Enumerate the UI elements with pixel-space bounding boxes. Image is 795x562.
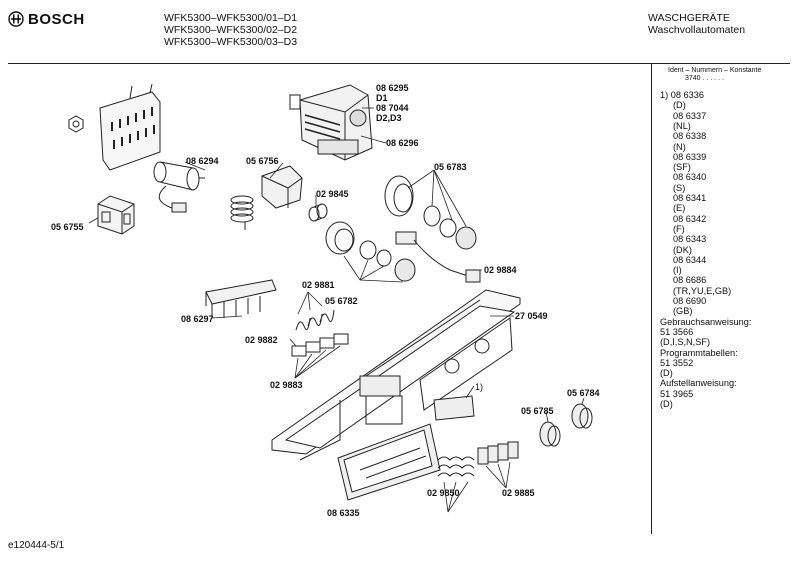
- thermostat-switch: [230, 165, 303, 230]
- ident-line: 08 6340: [673, 172, 707, 183]
- ident-line: (D): [660, 368, 673, 379]
- transformer: [97, 195, 135, 235]
- part-label-056755: 05 6755: [51, 222, 84, 232]
- part-label-056783: 05 6783: [434, 162, 467, 172]
- ident-line: 51 3552: [660, 357, 694, 368]
- ident-line: 51 3965: [660, 388, 694, 399]
- model-line-3: WFK5300–WFK5300/03–D3: [164, 36, 298, 48]
- bosch-logo-icon: [8, 11, 24, 27]
- ident-header: Ident – Nummern – Konstante: [668, 67, 762, 74]
- model-line-2: WFK5300–WFK5300/02–D2: [164, 24, 298, 36]
- contact-springs: [291, 309, 349, 357]
- part-label-029845: 02 9845: [316, 189, 349, 199]
- badge-strip: [433, 395, 475, 421]
- ident-line: Gebrauchsanweisung:: [660, 316, 752, 327]
- part-label-086297: 08 6297: [181, 314, 214, 324]
- header-rule: [8, 63, 790, 64]
- part-label-note-1: 1): [475, 382, 484, 392]
- lamp-carrier: [205, 279, 277, 318]
- hex-nut: [68, 115, 84, 133]
- ident-line: (GB): [673, 306, 693, 317]
- ident-line: (I): [673, 265, 682, 276]
- part-label-086294: 08 6294: [186, 156, 219, 166]
- ident-line: 08 6343: [673, 234, 707, 245]
- ident-line: (N): [673, 141, 686, 152]
- ident-line: 08 6344: [673, 254, 707, 265]
- ident-line: 08 6690: [673, 296, 707, 306]
- ident-line: (TR,YU,E,GB): [673, 285, 732, 296]
- part-label-056784: 05 6784: [567, 388, 600, 398]
- ident-line: Aufstellanweisung:: [660, 378, 737, 389]
- ident-line: 1) 08 6336: [660, 90, 704, 100]
- category-block: WASCHGERÄTE Waschvollautomaten: [648, 12, 745, 36]
- rotary-knobs: [539, 403, 593, 447]
- document-id: e120444-5/1: [8, 540, 65, 551]
- program-switch: [289, 84, 373, 161]
- part-label-086335: 08 6335: [327, 508, 360, 518]
- push-buttons: [477, 441, 519, 465]
- part-label-056756: 05 6756: [246, 156, 279, 166]
- ident-line: (SF): [673, 162, 691, 173]
- part-label-029884: 02 9884: [484, 265, 517, 275]
- ident-constant: 3740 . . . . . .: [685, 75, 724, 82]
- part-label-086296: 08 6296: [386, 138, 419, 148]
- model-line-1: WFK5300–WFK5300/01–D1: [164, 12, 298, 24]
- part-label-056785: 05 6785: [521, 406, 554, 416]
- ident-line: 08 6338: [673, 131, 707, 142]
- side-panel-divider: [651, 64, 652, 534]
- part-label-d2d3: D2,D3: [376, 113, 402, 123]
- part-label-d1: D1: [376, 93, 388, 103]
- model-list: WFK5300–WFK5300/01–D1 WFK5300–WFK5300/02…: [164, 12, 297, 48]
- ident-line: 08 6686: [673, 275, 707, 286]
- ident-line: Programmtabellen:: [660, 347, 738, 358]
- ident-line: (D,I,S,N,SF): [660, 337, 711, 348]
- ident-line: 08 6341: [673, 193, 707, 203]
- mounting-bracket: [99, 83, 161, 171]
- ident-line: (D): [673, 100, 686, 111]
- part-label-087044: 08 7044: [376, 103, 409, 113]
- ident-line: 08 6337: [673, 110, 707, 121]
- ident-line: 08 6339: [673, 151, 707, 162]
- part-label-029882: 02 9882: [245, 335, 278, 345]
- brand-name: BOSCH: [28, 11, 85, 28]
- part-label-056782: 05 6782: [325, 296, 358, 306]
- ident-line: (NL): [673, 120, 691, 131]
- leader-lines: [88, 107, 585, 513]
- ident-line: 08 6342: [673, 213, 707, 224]
- capacitor: [153, 161, 205, 213]
- bushing: [308, 203, 328, 222]
- display-window: [337, 423, 441, 501]
- push-springs: [437, 456, 475, 477]
- category-title: WASCHGERÄTE: [648, 12, 730, 24]
- ident-line: (S): [673, 182, 686, 193]
- part-label-029885: 02 9885: [502, 488, 535, 498]
- part-label-086295: 08 6295: [376, 83, 409, 93]
- selector-knobs: [325, 175, 481, 283]
- ident-line: (DK): [673, 244, 692, 255]
- part-label-029883: 02 9883: [270, 380, 303, 390]
- part-label-270549: 27 0549: [515, 311, 548, 321]
- part-label-029881: 02 9881: [302, 280, 335, 290]
- category-subtitle: Waschvollautomaten: [648, 24, 746, 36]
- ident-line: (E): [673, 203, 686, 214]
- ident-line: (F): [673, 223, 685, 234]
- control-panel: [271, 289, 521, 461]
- ident-line: (D): [660, 399, 673, 409]
- part-label-029850: 02 9850: [427, 488, 460, 498]
- ident-line: 51 3566: [660, 326, 694, 337]
